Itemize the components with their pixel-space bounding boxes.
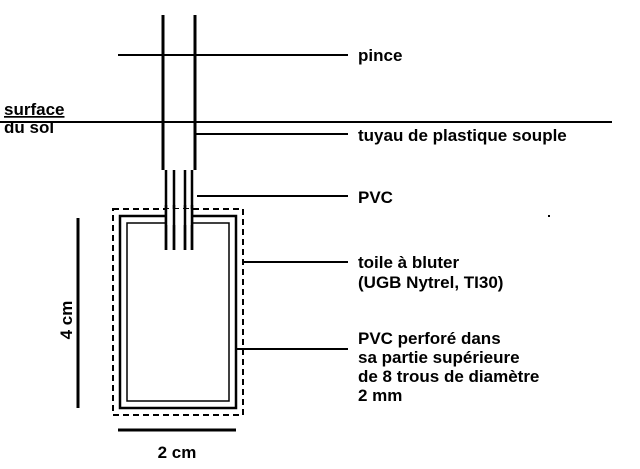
label-height-scale: 4 cm — [57, 301, 76, 340]
label-perfore-2: sa partie supérieure — [358, 348, 520, 367]
label-perfore-3: de 8 trous de diamètre — [358, 367, 539, 386]
stray-dot — [548, 215, 550, 217]
label-perfore-1: PVC perforé dans — [358, 329, 501, 348]
label-du-sol: du sol — [4, 118, 54, 137]
tube-gap-mask — [167, 209, 191, 225]
label-surface: surface — [4, 100, 64, 119]
label-tuyau: tuyau de plastique souple — [358, 126, 567, 145]
pvc-body-outer — [118, 214, 238, 410]
pvc-body-inner — [126, 222, 230, 402]
label-pvc: PVC — [358, 188, 393, 207]
label-toile-1: toile à bluter — [358, 253, 459, 272]
label-toile-2: (UGB Nytrel, TI30) — [358, 273, 503, 292]
label-perfore-4: 2 mm — [358, 386, 402, 405]
mesh-outline — [112, 208, 244, 416]
label-pince: pince — [358, 46, 402, 65]
label-width-scale: 2 cm — [158, 443, 197, 462]
